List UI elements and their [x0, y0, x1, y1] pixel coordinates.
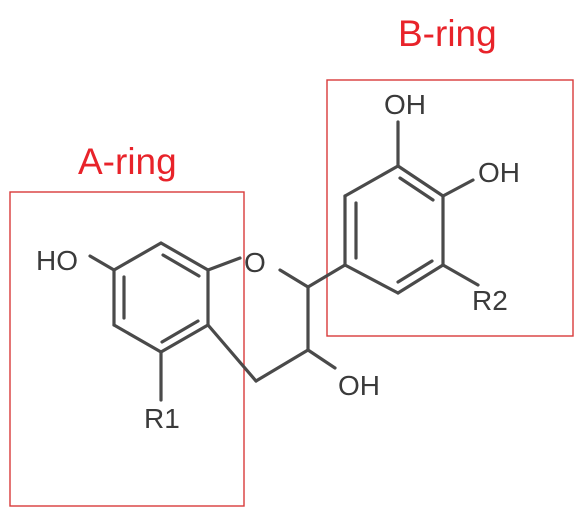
bond	[396, 263, 445, 295]
a-ring-frame	[9, 191, 245, 507]
b-ring-hydroxyl-right-label: OH	[478, 157, 520, 188]
bond	[396, 164, 445, 198]
bond	[441, 178, 475, 198]
bond	[159, 241, 210, 272]
bond	[206, 323, 258, 383]
ring-oxygen-label: O	[244, 247, 266, 278]
b-ring-hydroxyl-top-label: OH	[384, 89, 426, 120]
bond	[112, 323, 163, 354]
bond	[112, 241, 163, 272]
bond	[306, 348, 337, 370]
a-ring-label: A-ring	[78, 141, 177, 182]
b-ring-label: B-ring	[398, 13, 497, 54]
bond	[206, 256, 242, 272]
bond	[441, 263, 480, 287]
bond-network	[88, 120, 480, 402]
r1-substituent-label: R1	[144, 403, 180, 434]
bond	[306, 263, 347, 289]
double-bond-inner	[161, 253, 201, 278]
bond	[159, 323, 210, 354]
double-bond-inner	[160, 319, 200, 344]
bond	[254, 348, 310, 383]
c-ring-hydroxyl-label: OH	[338, 370, 380, 401]
bond	[343, 263, 400, 295]
double-bond-inner	[396, 259, 434, 284]
r2-substituent-label: R2	[472, 285, 508, 316]
bond	[88, 254, 116, 272]
double-bond-inner	[398, 176, 435, 202]
bond	[343, 164, 400, 198]
b-ring-frame	[326, 79, 574, 337]
bond	[278, 268, 310, 289]
a-ring-hydroxyl-label: HO	[36, 245, 78, 276]
